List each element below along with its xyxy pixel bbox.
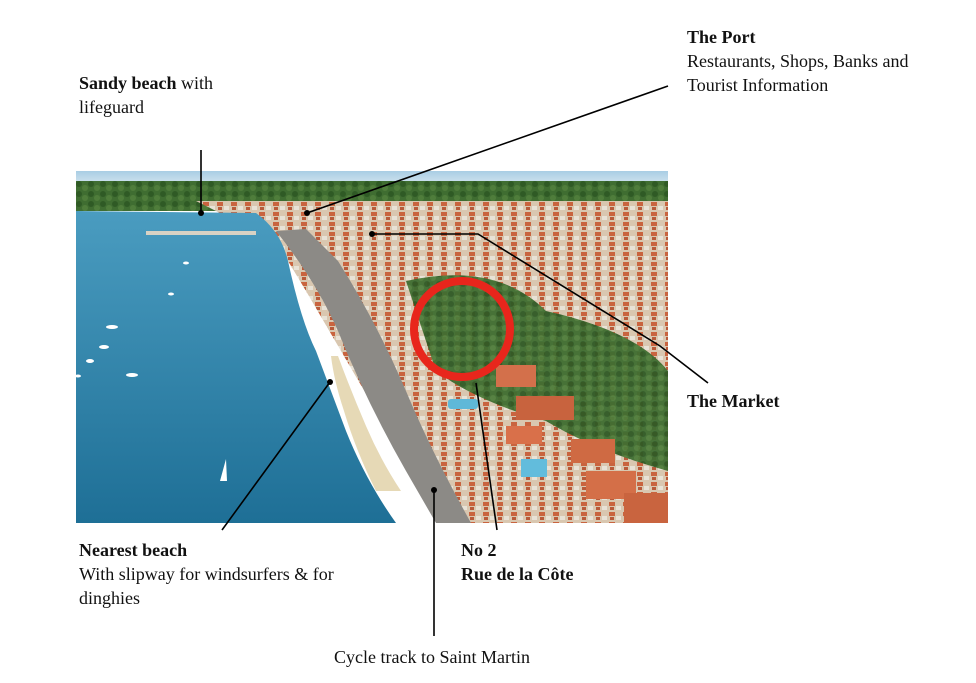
sandy-beach-title-rest: with — [176, 73, 214, 93]
pool — [521, 459, 547, 477]
port-line2: Restaurants, Shops, Banks and — [687, 51, 909, 71]
address-label: No 2 Rue de la Côte — [461, 538, 573, 586]
market-label: The Market — [687, 389, 779, 413]
pool — [448, 399, 478, 409]
house-roof — [496, 365, 536, 387]
sandy-beach-line2: lifeguard — [79, 97, 144, 117]
cycle-track-label: Cycle track to Saint Martin — [334, 645, 530, 669]
address-line2: Rue de la Côte — [461, 564, 574, 584]
house-roof — [624, 493, 668, 523]
aerial-photo-graphic — [76, 171, 668, 523]
port-label: The Port Restaurants, Shops, Banks and T… — [687, 25, 908, 97]
sandy-beach-title: Sandy beach — [79, 73, 177, 93]
nearest-beach-title: Nearest beach — [79, 540, 188, 560]
nearest-beach-line3: dinghies — [79, 588, 140, 608]
cycle-track-text: Cycle track to Saint Martin — [334, 647, 530, 667]
nearest-beach-line2: With slipway for windsurfers & for — [79, 564, 334, 584]
harbour-jetty — [146, 231, 256, 235]
market-title: The Market — [687, 391, 780, 411]
nearest-beach-label: Nearest beach With slipway for windsurfe… — [79, 538, 334, 610]
sandy-beach-label: Sandy beach with lifeguard — [79, 71, 213, 119]
house-roof — [506, 426, 542, 444]
port-line3: Tourist Information — [687, 75, 829, 95]
house-roof — [516, 396, 574, 420]
aerial-photo — [76, 171, 668, 523]
house-roof — [571, 439, 615, 463]
port-title: The Port — [687, 27, 756, 47]
address-line1: No 2 — [461, 540, 497, 560]
beach-strip — [331, 356, 401, 491]
